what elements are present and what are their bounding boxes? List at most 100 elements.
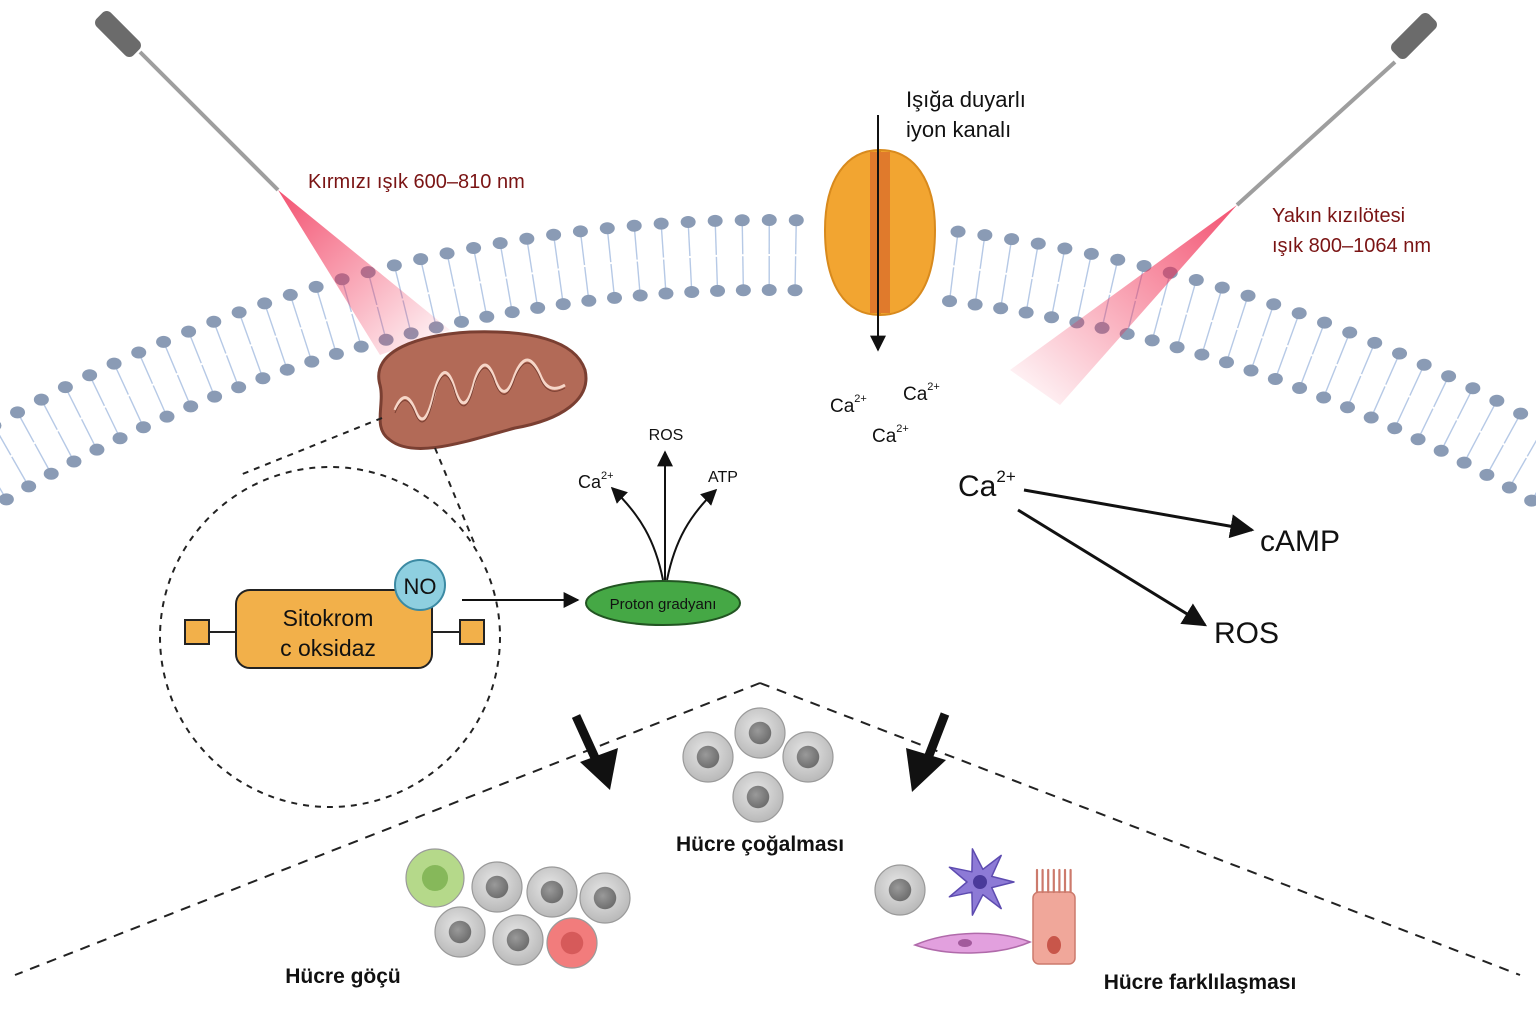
lipid-head-outer: [1416, 358, 1432, 371]
outcome-arrows: [571, 712, 950, 792]
lipid-head-outer: [1392, 347, 1408, 360]
nir-label-line1: Yakın kızılötesi: [1272, 205, 1405, 227]
lipid-head-outer: [599, 222, 615, 235]
lipid-head-outer: [707, 214, 723, 227]
lipid-head-inner: [1292, 382, 1308, 395]
stem-cell-icon: [874, 864, 926, 916]
lipid-head-inner: [1363, 411, 1379, 424]
neuron-nucleus: [973, 875, 987, 889]
lipid-head-outer: [466, 242, 482, 255]
cell-nucleus: [746, 785, 770, 809]
zoom-callout: [159, 417, 501, 808]
lipid-head-inner: [21, 480, 37, 493]
cell-nucleus: [540, 880, 564, 904]
lipid-head-inner: [555, 298, 571, 311]
lipid-head-outer: [82, 369, 98, 382]
lipid-head-inner: [684, 285, 700, 298]
lipid-head-inner: [632, 289, 648, 302]
red-light-beam: [278, 190, 450, 355]
lipid-head-outer: [1188, 273, 1204, 286]
lipid-head-inner: [0, 493, 14, 506]
lipid-head-outer: [492, 237, 508, 250]
lipid-head-outer: [572, 225, 588, 238]
lipid-head-outer: [1030, 237, 1046, 250]
lipid-head-inner: [530, 301, 546, 314]
lipid-head-outer: [1367, 336, 1383, 349]
lipid-head-inner: [89, 443, 105, 456]
svg-text:Ca2+: Ca2+: [958, 467, 1016, 503]
ca-ion-3: Ca: [872, 426, 897, 447]
lipid-head-inner: [993, 302, 1009, 315]
cell-nucleus: [748, 721, 772, 745]
nir-label-line2: ışık 800–1064 nm: [1272, 235, 1431, 257]
optical-fiber-right-icon: [1235, 13, 1437, 207]
lipid-head-outer: [653, 217, 669, 230]
ros-large-label: ROS: [1214, 617, 1279, 650]
ros-small-label: ROS: [649, 427, 684, 444]
lipid-head-inner: [279, 363, 295, 376]
lipid-head-inner: [43, 467, 59, 480]
lipid-head-outer: [231, 306, 247, 319]
atp-label: ATP: [708, 469, 738, 486]
lipid-head-outer: [257, 297, 273, 310]
migrating-cell-green-icon: [405, 848, 465, 908]
svg-text:Ca2+: Ca2+: [578, 470, 614, 492]
lipid-head-inner: [159, 410, 175, 423]
lipid-head-inner: [255, 372, 271, 385]
cell-nucleus: [888, 878, 912, 902]
lipid-head-inner: [1169, 341, 1185, 354]
lipid-head-outer: [33, 393, 49, 406]
lipid-head-outer: [308, 280, 324, 293]
proliferating-cell-icon: [782, 731, 834, 783]
cell-nucleus: [796, 745, 820, 769]
lipid-head-inner: [1433, 444, 1449, 457]
lipid-head-inner: [1387, 422, 1403, 435]
lipid-head-outer: [1266, 298, 1282, 311]
lipid-head-outer: [1489, 394, 1505, 407]
lipid-head-outer: [519, 232, 535, 245]
lipid-head-outer: [439, 247, 455, 260]
lipid-head-inner: [581, 294, 597, 307]
migrating-cell-icon: [492, 914, 544, 966]
ca-large-label: Ca: [958, 470, 997, 503]
svg-text:Ca2+: Ca2+: [830, 393, 867, 417]
lipid-head-outer: [761, 214, 777, 227]
lipid-head-inner: [112, 432, 128, 445]
lipid-head-inner: [710, 284, 726, 297]
no-badge: NO: [394, 559, 446, 611]
epithelial-nucleus: [1047, 936, 1061, 954]
ca-ion-2: Ca: [903, 384, 928, 405]
cell-nucleus: [421, 864, 449, 892]
ca-ion-3-charge: 2+: [896, 423, 909, 435]
lipid-head-inner: [967, 298, 983, 311]
cell-nucleus: [593, 886, 617, 910]
lipid-head-inner: [353, 340, 369, 353]
lipid-head-outer: [1240, 289, 1256, 302]
lipid-head-outer: [10, 406, 26, 419]
proton-label: Proton gradyanı: [610, 596, 717, 613]
lipid-head-outer: [282, 288, 298, 301]
ca-ion-2-charge: 2+: [927, 381, 940, 393]
neuron-cell-icon: [948, 848, 1015, 916]
lipid-head-outer: [1136, 260, 1152, 273]
cell-nucleus: [560, 931, 584, 955]
lipid-head-inner: [453, 315, 469, 328]
mitochondrion-icon: [377, 330, 588, 450]
lipid-head-outer: [156, 335, 172, 348]
lipid-head-inner: [658, 287, 674, 300]
lipid-head-outer: [1291, 307, 1307, 320]
lipid-head-outer: [680, 216, 696, 229]
migrating-cell-icon: [579, 872, 631, 924]
lipid-head-inner: [1456, 456, 1472, 469]
no-label: NO: [404, 574, 437, 599]
svg-text:Ca2+: Ca2+: [872, 423, 909, 447]
proliferation-label: Hücre çoğalması: [676, 833, 844, 856]
lipid-head-inner: [1219, 356, 1235, 369]
lipid-head-inner: [504, 306, 520, 319]
lipid-head-inner: [1316, 391, 1332, 404]
lipid-head-outer: [1110, 253, 1126, 266]
outcome-divider: [14, 682, 1521, 976]
cell-membrane: [0, 214, 1536, 507]
cox-label-line2: c oksidaz: [280, 635, 376, 661]
